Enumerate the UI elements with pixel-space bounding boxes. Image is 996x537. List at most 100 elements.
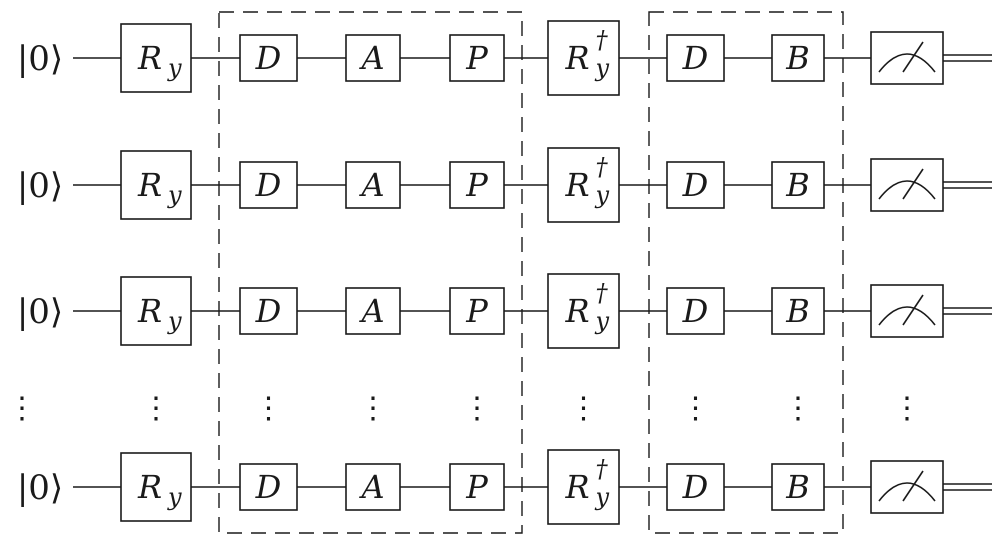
meter-needle-icon [902,168,924,200]
meter-arc-icon [878,306,936,326]
gate-subscript: y [595,54,610,82]
gate-box [345,34,401,82]
measurement-gate [870,158,944,212]
vertical-ellipsis: ⋮ [681,391,711,426]
input-state-label: |0⟩ [17,39,63,79]
gate-label: R [564,468,589,506]
measurement-gate [870,284,944,338]
gate-superscript: † [596,153,609,181]
d1-gate: D [239,161,298,209]
gate-label: R [137,468,162,506]
a-gate: A [345,463,401,511]
gate-box [449,161,505,209]
meter-arc-icon [878,482,936,502]
vertical-ellipsis: ⋮ [892,391,922,426]
gate-label: A [358,292,384,330]
p-gate: P [449,34,505,82]
gate-label: R [137,166,162,204]
gate-label: B [785,166,810,204]
gate-label: A [358,166,384,204]
gate-label: D [255,166,282,204]
gate-label: B [785,39,810,77]
vertical-ellipsis: ⋮ [783,391,813,426]
d2-gate: D [666,287,725,335]
gate-box [239,161,298,209]
gate-subscript: y [595,181,610,209]
measurement-gate [870,31,944,85]
gate-box [666,287,725,335]
gate-box [449,34,505,82]
gate-label: B [785,292,810,330]
dap-block-dashed-box [218,11,523,534]
b-gate: B [771,161,825,209]
meter-needle-icon [902,294,924,326]
gate-subscript: y [167,54,182,82]
measurement-gate [870,460,944,514]
gate-box [239,287,298,335]
gate-box [449,463,505,511]
b-gate: B [771,34,825,82]
label-layer: |0⟩|0⟩|0⟩⋮⋮⋮⋮⋮⋮⋮⋮⋮|0⟩ [7,39,922,508]
input-state-label: |0⟩ [17,166,63,206]
gate-label: D [255,292,282,330]
d1-gate: D [239,463,298,511]
gate-label: D [682,166,709,204]
gate-label: R [137,39,162,77]
gate-box [239,463,298,511]
p-gate: P [449,161,505,209]
b-gate: B [771,463,825,511]
gate-box [666,161,725,209]
gate-superscript: † [596,279,609,307]
wire-layer [73,54,992,491]
gate-box [870,158,944,212]
gate-box [666,463,725,511]
vertical-ellipsis: ⋮ [7,391,37,426]
gate-subscript: y [167,483,182,511]
gate-label: B [785,468,810,506]
gate-label: D [682,39,709,77]
gate-label: R [137,292,162,330]
vertical-ellipsis: ⋮ [358,391,388,426]
input-state-label: |0⟩ [17,292,63,332]
meter-needle-icon [902,470,924,502]
gate-label: P [465,39,488,77]
gate-box [547,147,620,223]
p-gate: P [449,287,505,335]
gate-label: P [465,166,488,204]
input-state-label: |0⟩ [17,468,63,508]
group-layer [218,11,844,534]
gate-subscript: y [167,307,182,335]
gate-box [449,287,505,335]
gate-superscript: † [596,455,609,483]
gate-label: P [465,468,488,506]
d1-gate: D [239,34,298,82]
gate-label: A [358,39,384,77]
d2-gate: D [666,161,725,209]
gate-box [870,31,944,85]
gate-label: D [682,468,709,506]
vertical-ellipsis: ⋮ [254,391,284,426]
gate-box [547,20,620,96]
gate-box [666,34,725,82]
p-gate: P [449,463,505,511]
gate-box [120,276,192,346]
d1-gate: D [239,287,298,335]
gate-subscript: y [595,307,610,335]
gate-box [345,287,401,335]
gate-superscript: † [596,26,609,54]
meter-arc-icon [878,53,936,73]
vertical-ellipsis: ⋮ [569,391,599,426]
gate-box [771,463,825,511]
gate-label: D [682,292,709,330]
gate-box [547,273,620,349]
a-gate: A [345,287,401,335]
